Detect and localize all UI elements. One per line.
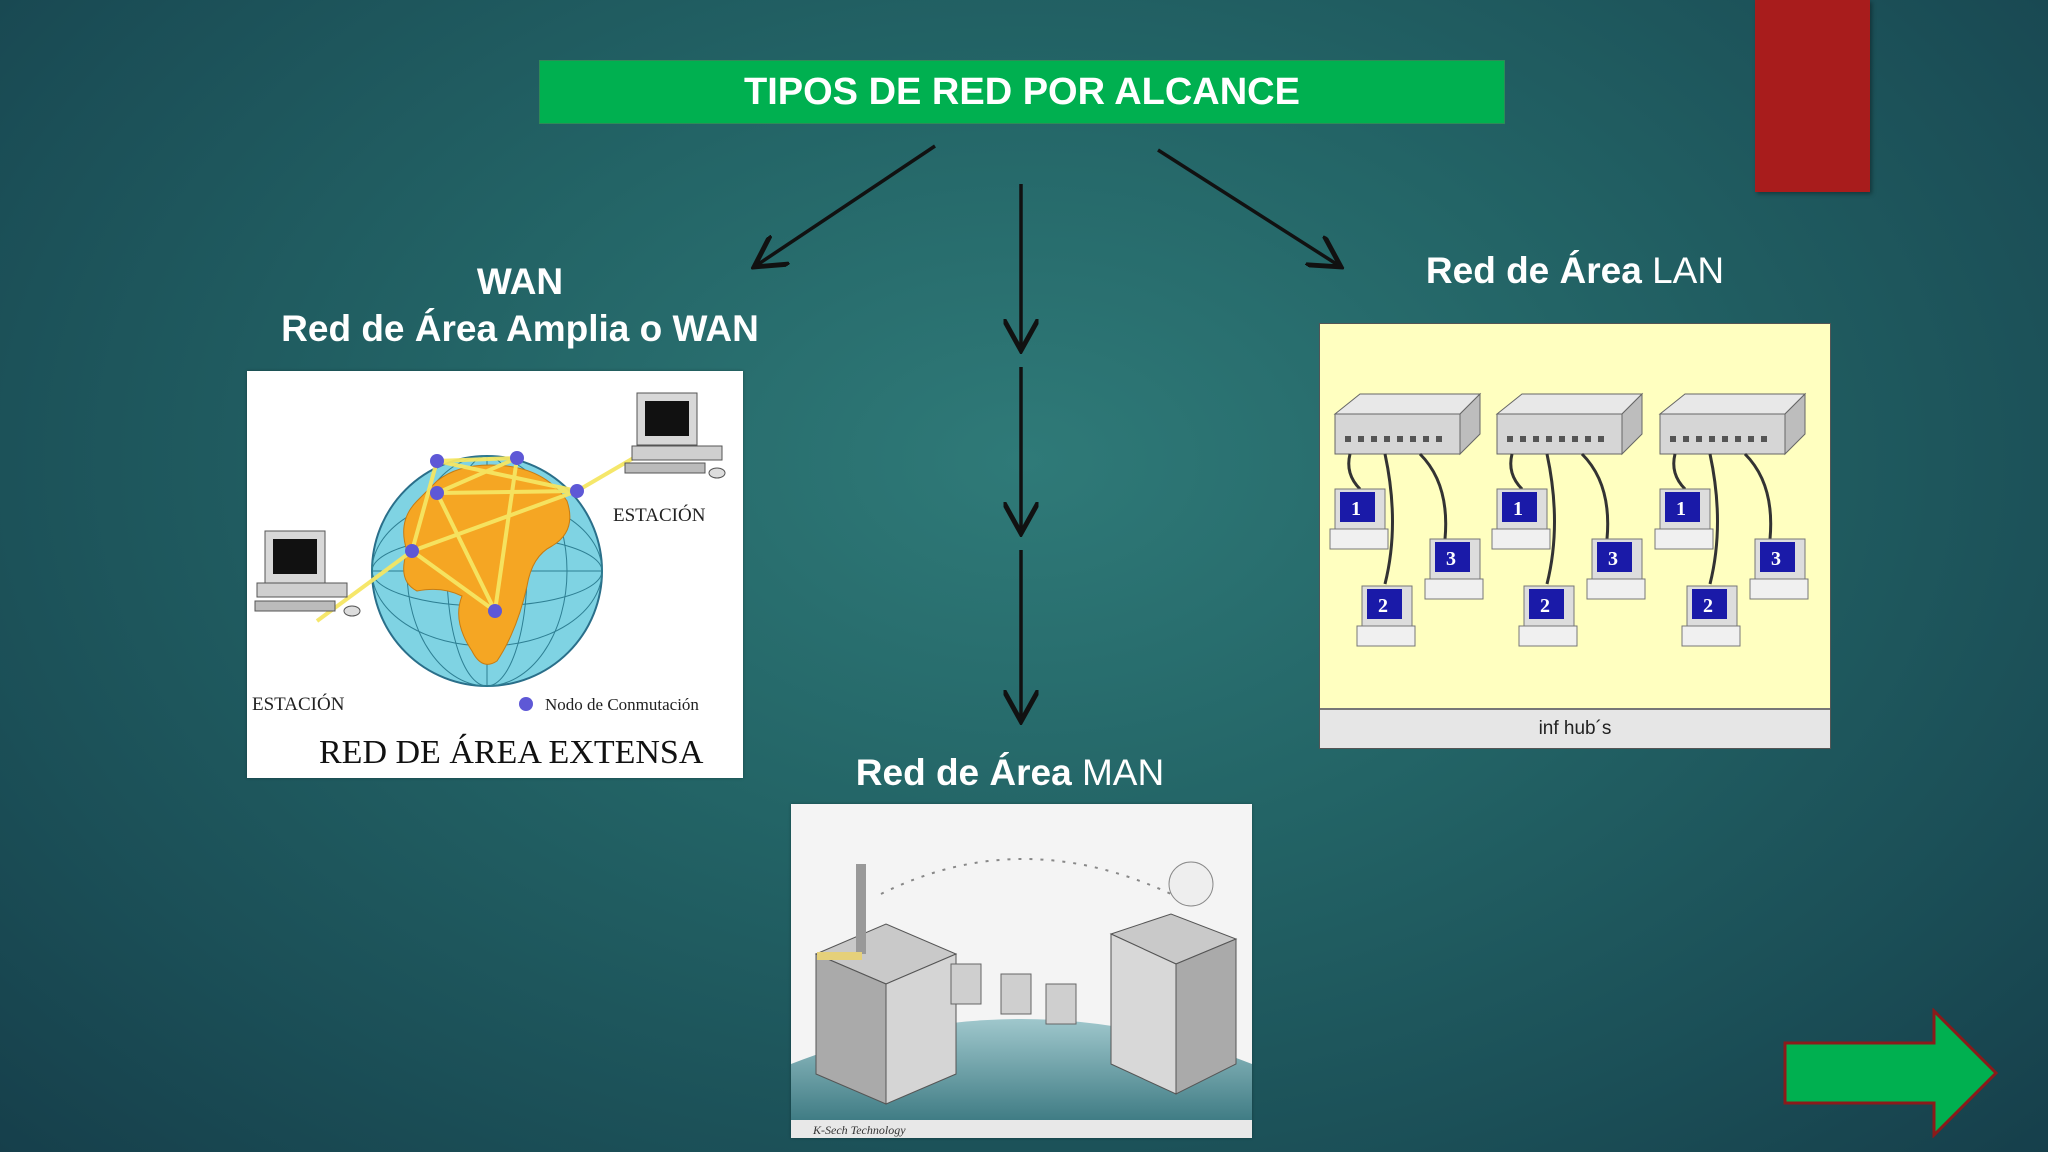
next-arrow-button[interactable] bbox=[1782, 1008, 2002, 1138]
pc-icon-1: 1 bbox=[1329, 488, 1389, 550]
hub-icon bbox=[1333, 392, 1482, 456]
man-diagram-image: K-Sech Technology bbox=[791, 804, 1252, 1138]
wan-label-line2: Red de Área Amplia o WAN bbox=[281, 308, 759, 349]
wan-caption: RED DE ÁREA EXTENSA bbox=[319, 734, 704, 771]
wan-label: WAN Red de Área Amplia o WAN bbox=[260, 258, 780, 352]
svg-text:2: 2 bbox=[1378, 595, 1388, 617]
center-towers bbox=[950, 963, 1077, 1025]
slide-title: TIPOS DE RED POR ALCANCE bbox=[539, 60, 1505, 124]
computer-icon-right bbox=[624, 392, 726, 479]
building-left bbox=[814, 864, 958, 1105]
man-label-bold: Red de Área bbox=[855, 752, 1072, 793]
computer-icon-left bbox=[254, 530, 361, 617]
arrow-to-wan bbox=[757, 144, 936, 265]
lan-footer-label: inf hub´s bbox=[1320, 708, 1830, 748]
lan-label-bold: Red de Área bbox=[1425, 250, 1642, 291]
pc-icon-2: 2 bbox=[1356, 585, 1416, 647]
wan-label-line1: WAN bbox=[476, 261, 564, 302]
pc-icon-3: 3 bbox=[1424, 538, 1484, 600]
lan-label-normal: LAN bbox=[1652, 250, 1725, 291]
man-label: Red de Área MAN bbox=[790, 752, 1230, 794]
building-right bbox=[1109, 861, 1238, 1095]
svg-text:3: 3 bbox=[1446, 548, 1456, 570]
lan-label: Red de Área LAN bbox=[1320, 250, 1830, 292]
man-brand-label: K-Sech Technology bbox=[812, 1123, 906, 1137]
arrow-to-lan bbox=[1157, 148, 1338, 265]
station-right-label: ESTACIÓN bbox=[613, 504, 706, 526]
svg-text:1: 1 bbox=[1351, 498, 1361, 520]
legend-node-dot bbox=[519, 697, 533, 711]
lan-diagram-image: 1 2 3 inf hub´s bbox=[1319, 323, 1831, 749]
legend-label: Nodo de Conmutación bbox=[545, 695, 699, 714]
red-tab-decoration bbox=[1755, 0, 1870, 192]
wan-diagram-image: ESTACIÓN ESTACIÓN Nodo de Conmutación RE… bbox=[247, 371, 743, 778]
man-label-normal: MAN bbox=[1081, 752, 1165, 793]
station-left-label: ESTACIÓN bbox=[252, 693, 345, 715]
